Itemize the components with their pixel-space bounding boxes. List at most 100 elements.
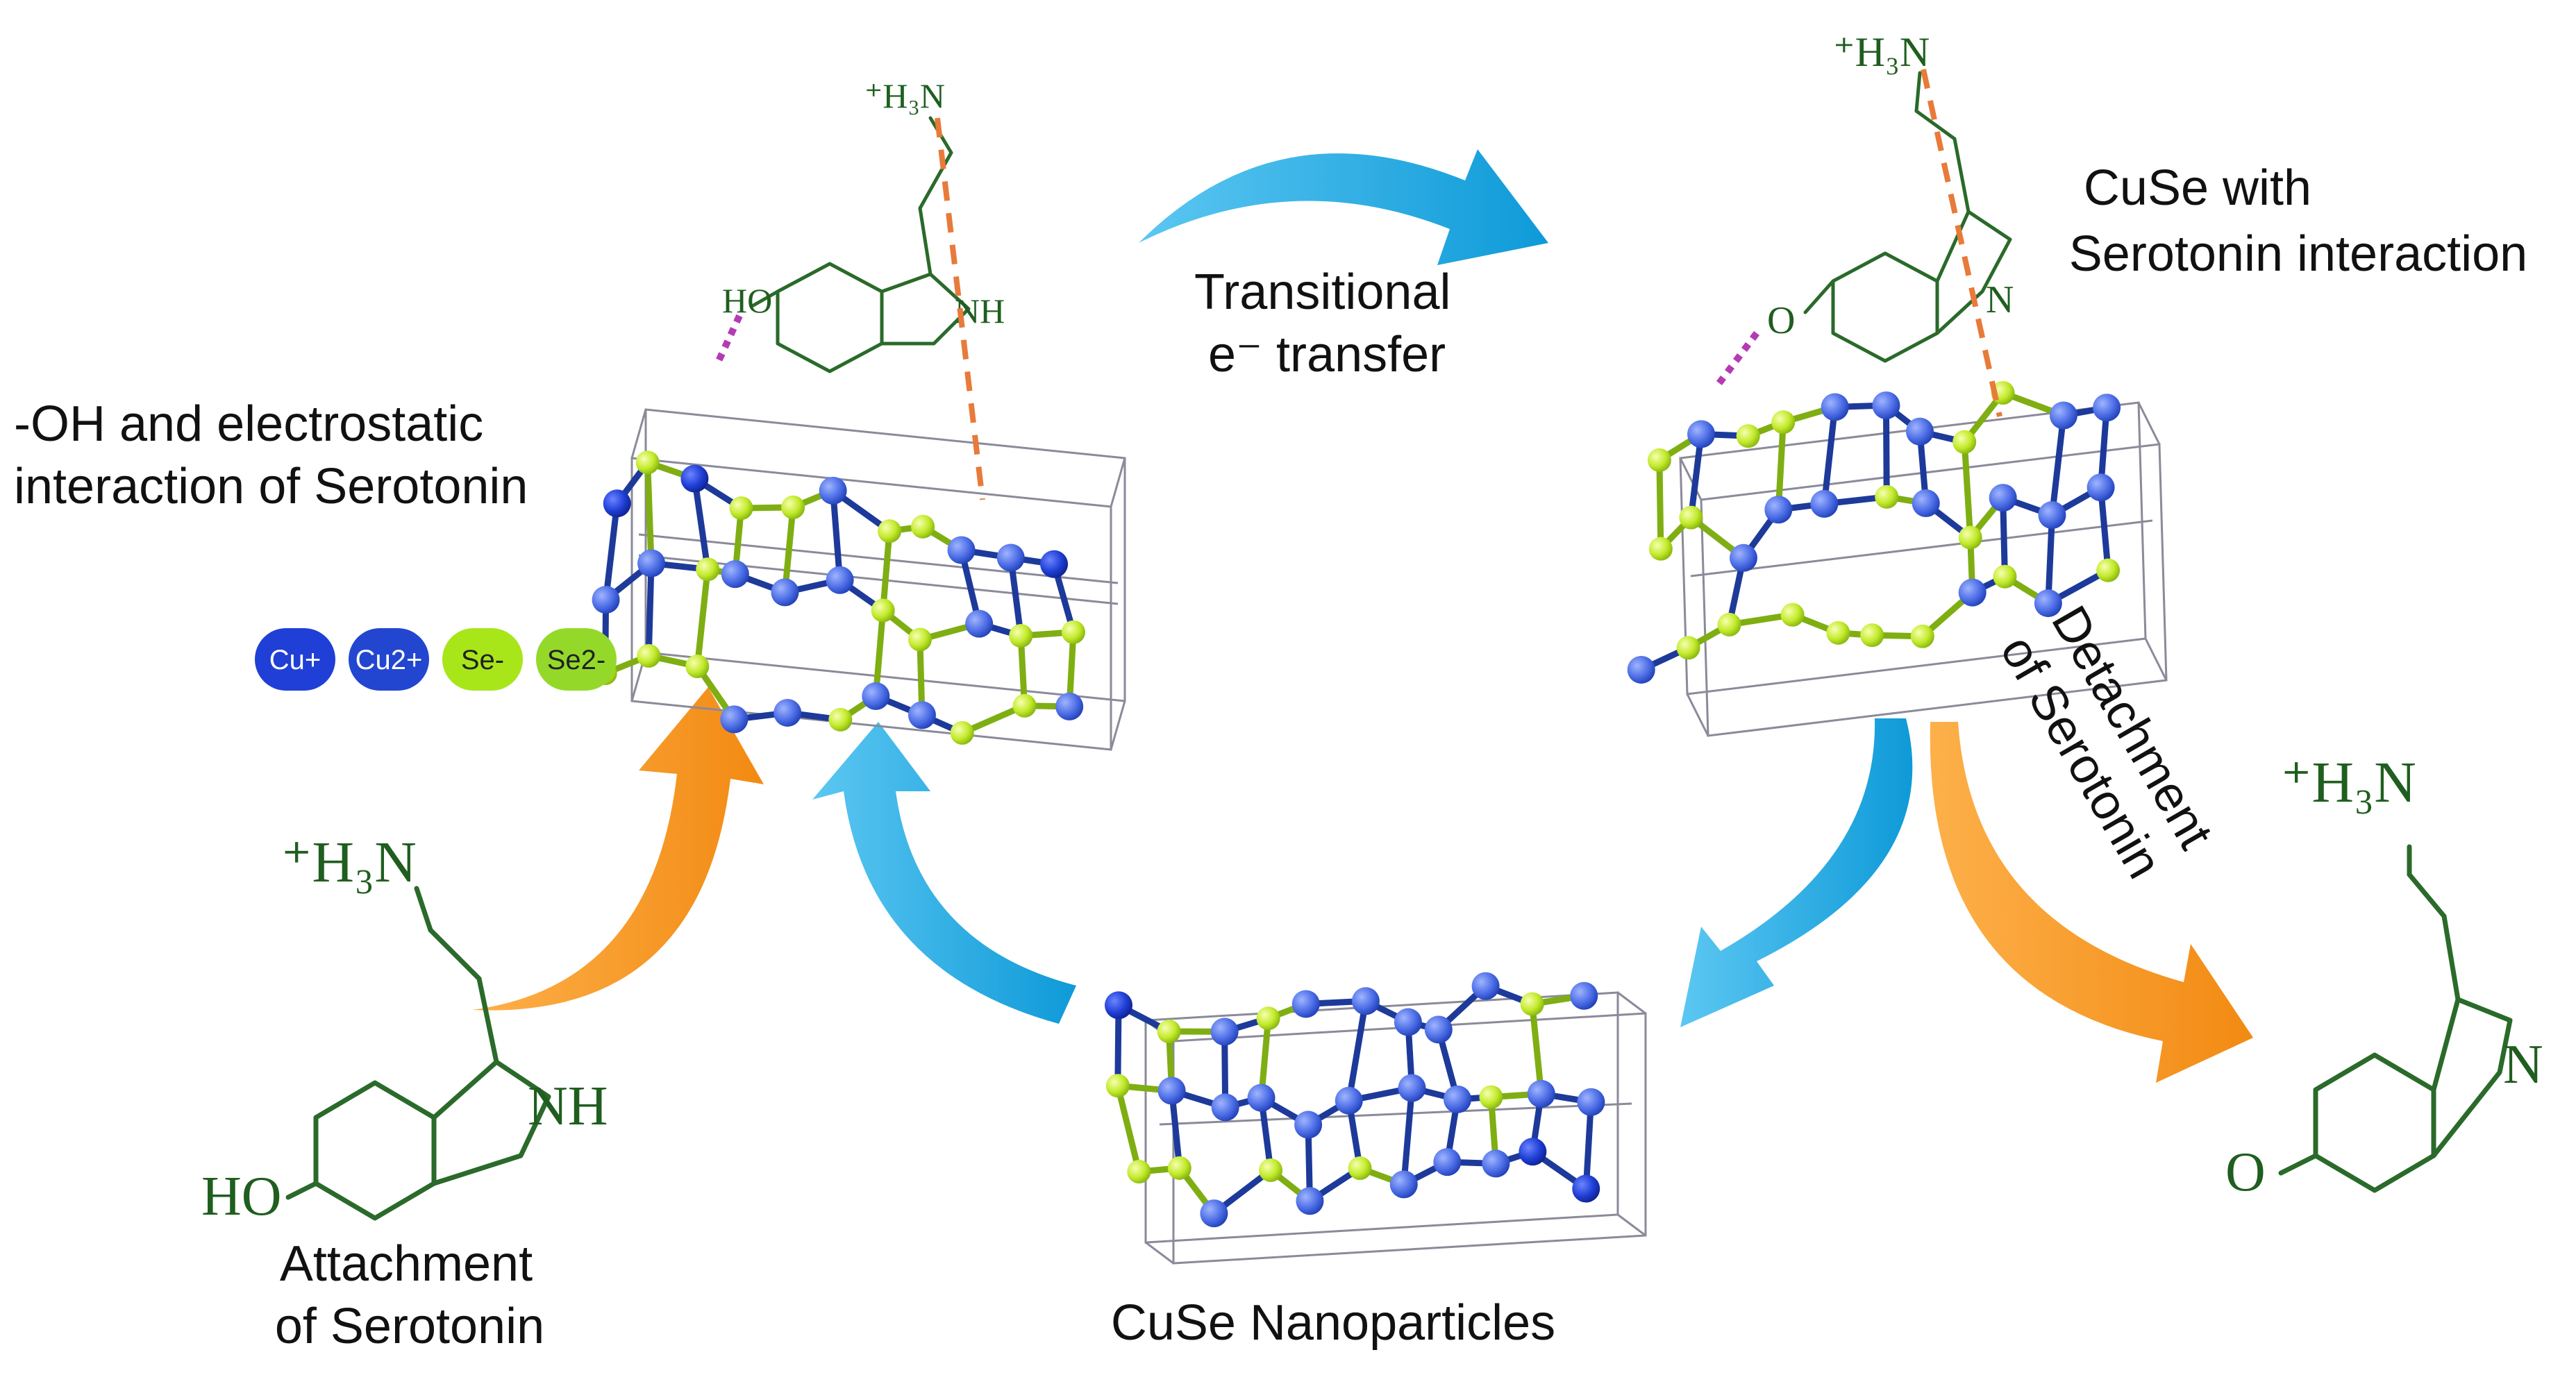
cu-atom [1433,1148,1462,1176]
bond-line [1114,1085,1142,1173]
unit-cell-right [1679,401,2168,737]
cu-atom [1210,1018,1239,1046]
se-atom [1860,623,1884,648]
cu-atom [1527,1079,1555,1108]
bond-line [830,490,844,581]
cu-atom [1398,1074,1426,1102]
cu-atom [1519,1138,1547,1166]
legend-swatch [255,628,335,691]
ammonium-label-right: ⁺H₃N [1833,29,1930,75]
cu-atom [1444,1085,1472,1113]
cu-atom [819,476,847,505]
cu-atom [826,566,854,594]
bond-line [1346,1000,1369,1102]
bond-line [1821,406,1839,505]
se-atom [685,654,710,678]
legend-item-se-: Se- [442,628,523,691]
cu-atom [1351,987,1380,1015]
bond-line [694,568,711,667]
attachment-label-line1: Attachment [280,1236,533,1292]
se-atom [1958,525,1982,550]
oxidized-serotonin-free: ⁺H₃N O N [2225,750,2543,1203]
bond-line [1656,459,1664,549]
cu-atom [1211,1093,1239,1122]
blue-arrow-release [1680,718,1913,1027]
blue-arrow-regeneration [812,722,1076,1024]
cu-atom [908,701,936,729]
ketone-label-right: O [1767,299,1795,342]
se-atom [1520,992,1544,1016]
cu-atom [965,609,994,638]
se-atom [1736,424,1760,448]
crystal-right-complex [1627,381,2168,737]
cu-atom [2049,401,2077,430]
imine-label-right: N [1986,278,2014,321]
cu-atom [947,536,976,564]
cu-atom [1810,489,1839,518]
cu-atom [680,464,709,493]
atom-legend: Cu+Cu2+Se-Se2- [255,628,617,691]
se-atom [1648,537,1673,561]
bond-line [1961,441,1974,538]
legend-label: Cu2+ [356,645,423,675]
legend-item-cu2-: Cu2+ [349,628,429,691]
cu-atom [1912,489,1940,518]
crystal-bottom-nanoparticles [1105,972,1647,1265]
ammonium-label-free: ⁺H₃N [281,830,417,895]
se-atom [781,495,805,519]
cu-atom [1577,1088,1605,1116]
se-atom [1009,624,1033,648]
se-atom [1012,693,1037,718]
attachment-label-line2: of Serotonin [275,1299,544,1354]
cu-atom [1296,1187,1324,1215]
bond-line [1529,1003,1545,1095]
cuse-with-label-line1: CuSe with [2084,160,2311,216]
se-atom [1647,448,1671,472]
legend-swatch [536,628,617,691]
legend-label: Se- [461,645,504,675]
se-atom [1105,1074,1130,1098]
transitional-label-line2: e⁻ transfer [1208,327,1446,382]
se-atom [1259,1158,1283,1182]
legend-swatch [349,628,429,691]
se-atom [878,519,902,543]
se-atom [911,514,935,539]
se-atom [1157,1020,1181,1044]
atoms-bottom [1105,972,1605,1228]
cu-atom [1958,578,1987,607]
cu-atom [1424,1015,1453,1044]
cu-atom [773,698,802,727]
cu-atom [1200,1199,1228,1228]
bond-line [2049,415,2067,516]
cu-atom [996,543,1025,572]
cu-atom [1040,550,1069,578]
cu-atom [1570,981,1598,1010]
cu-atom [1335,1086,1363,1115]
cu-atom [1247,1083,1276,1112]
bond-line [872,610,887,697]
se-atom [1676,636,1700,660]
ammonium-label-oxidized: ⁺H₃N [2281,750,2416,815]
bond-line [2045,514,2055,604]
cu-atom [1905,417,1934,446]
hbond-right [1712,331,1759,391]
cu-atom [1687,420,1716,448]
atoms-left [592,450,1085,745]
se-atom [1952,430,1977,454]
se-atom [871,598,895,623]
cu-atom [637,549,666,577]
unit-cell-left [630,408,1126,751]
cu-atom [1482,1149,1510,1178]
cu-atom [1764,496,1793,524]
cu-atom [1989,484,2017,512]
oh-interaction-label-line2: interaction of Serotonin [14,459,528,514]
cu-atom [771,578,799,607]
cu-atom [603,489,631,518]
bond-line [603,503,621,600]
legend-label: Cu+ [269,645,321,675]
cu-atom [1872,391,1900,419]
se-atom [828,707,853,732]
blue-arrow-transfer [1139,149,1548,265]
cu-atom [1729,543,1757,572]
